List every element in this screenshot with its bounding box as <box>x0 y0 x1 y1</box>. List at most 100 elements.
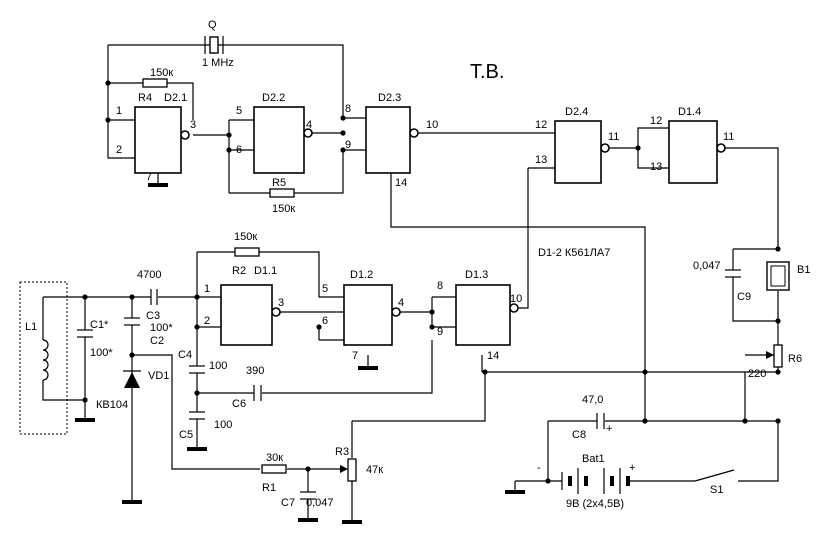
label-d2-4: D2.4 <box>565 106 588 118</box>
c2-symbol <box>124 317 140 326</box>
b1-symbol <box>766 261 790 291</box>
r6-wiper-arrow <box>766 351 774 359</box>
label-s1: S1 <box>710 484 723 496</box>
c5-symbol <box>189 411 205 420</box>
label-d1-3: D1.3 <box>465 269 488 281</box>
gate-d2-1 <box>134 106 190 174</box>
label-r4: R4 <box>138 92 152 104</box>
r3-body <box>347 458 357 482</box>
gate-d2-3 <box>365 106 419 174</box>
label-r3: R3 <box>335 446 349 458</box>
label-d2-2: D2.2 <box>262 92 285 104</box>
c6-symbol <box>253 385 262 401</box>
label-c9: C9 <box>737 291 751 303</box>
label-c8: C8 <box>572 429 586 441</box>
label-c6-value: 390 <box>246 365 264 377</box>
gate-d2-2 <box>253 106 313 174</box>
label-r3-value: 47к <box>366 464 383 476</box>
r1-body <box>261 464 287 474</box>
label-c7: C7 <box>281 497 295 509</box>
r6-body <box>773 344 783 368</box>
pin-d23-10: 10 <box>426 119 438 131</box>
r5-body <box>269 188 295 198</box>
label-bat-value: 9В (2х4,5В) <box>566 498 624 510</box>
label-r5: R5 <box>272 177 286 189</box>
label-d1-4: D1.4 <box>678 106 701 118</box>
l1-coil <box>42 339 49 381</box>
pin-d23-9: 9 <box>345 139 351 151</box>
label-c7-value: 0,047 <box>306 497 334 509</box>
wires <box>42 44 779 520</box>
c4-symbol <box>189 365 205 374</box>
diagram-title: Т.В. <box>470 61 504 83</box>
label-bat-minus: - <box>537 462 541 474</box>
label-c6: C6 <box>232 398 246 410</box>
label-d1-1: D1.1 <box>254 265 277 277</box>
pin-d24-13: 13 <box>535 154 547 166</box>
pin-d14-11: 11 <box>723 131 734 143</box>
gate-d1-1 <box>220 284 281 346</box>
label-c9-value: 0,047 <box>693 260 721 272</box>
pin-d22-5: 5 <box>236 105 242 117</box>
crystal-q-symbol <box>204 36 224 54</box>
pin-d22-6: 6 <box>236 144 242 156</box>
l1-enclosure <box>19 281 68 435</box>
label-d2-1: D2.1 <box>164 92 187 104</box>
label-d2-3: D2.3 <box>378 92 401 104</box>
label-c5: C5 <box>179 429 193 441</box>
label-r2-value: 150к <box>234 231 257 243</box>
pin-d12-7: 7 <box>352 350 358 362</box>
label-c1: C1* <box>90 319 109 331</box>
pin-d21-7: 7 <box>146 171 152 183</box>
gate-d1-2 <box>343 284 401 346</box>
label-c4: C4 <box>178 349 192 361</box>
label-q: Q <box>208 19 217 31</box>
pin-d21-2: 2 <box>116 144 122 156</box>
label-q-value: 1 MHz <box>202 57 234 69</box>
r4-body <box>142 78 168 88</box>
gate-d1-4 <box>668 120 726 184</box>
c7-symbol <box>300 491 316 500</box>
pin-d23-8: 8 <box>345 103 351 115</box>
pin-d22-4: 4 <box>306 119 312 131</box>
label-vd1: VD1 <box>148 370 169 382</box>
battery-symbol <box>561 468 630 494</box>
label-r6: R6 <box>788 353 802 365</box>
ground-symbols <box>75 173 525 524</box>
vd1-symbol <box>123 370 141 388</box>
label-c2: C2 <box>150 335 164 347</box>
label-bat1: Bat1 <box>582 453 605 465</box>
r3-wiper-arrow <box>340 465 348 473</box>
label-vd1-value: КВ104 <box>96 399 128 411</box>
c1-symbol <box>77 329 93 338</box>
pin-d24-12: 12 <box>535 119 547 131</box>
pin-d13-10: 10 <box>510 293 522 305</box>
label-c5-value: 100 <box>214 419 232 431</box>
label-r2: R2 <box>232 265 246 277</box>
label-c8-value: 47,0 <box>582 394 603 406</box>
label-b1: B1 <box>797 264 810 276</box>
pin-d23-14: 14 <box>395 177 407 189</box>
label-d1-2: D1.2 <box>350 269 373 281</box>
pin-d12-5: 5 <box>322 283 328 295</box>
junction-dots <box>82 80 781 484</box>
ic-note: D1-2 К561ЛА7 <box>538 247 610 259</box>
label-r1-value: 30к <box>266 452 283 464</box>
pin-d14-12: 12 <box>650 115 662 127</box>
label-c3: C3 <box>146 310 160 322</box>
pin-d24-11: 11 <box>608 131 619 143</box>
label-c2-value: 100* <box>150 322 173 334</box>
c8-symbol <box>596 413 605 429</box>
pin-d21-1: 1 <box>116 105 122 117</box>
label-c8-plus: + <box>606 423 612 435</box>
pin-d12-6: 6 <box>322 315 328 327</box>
label-l1: L1 <box>25 321 37 333</box>
pin-d13-9: 9 <box>437 326 443 338</box>
label-c3-value: 4700 <box>137 269 161 281</box>
label-r1: R1 <box>262 482 276 494</box>
pin-d11-2: 2 <box>204 315 210 327</box>
label-r4-value: 150к <box>150 67 173 79</box>
label-bat-plus: + <box>629 462 635 474</box>
gate-d2-4 <box>554 120 610 184</box>
